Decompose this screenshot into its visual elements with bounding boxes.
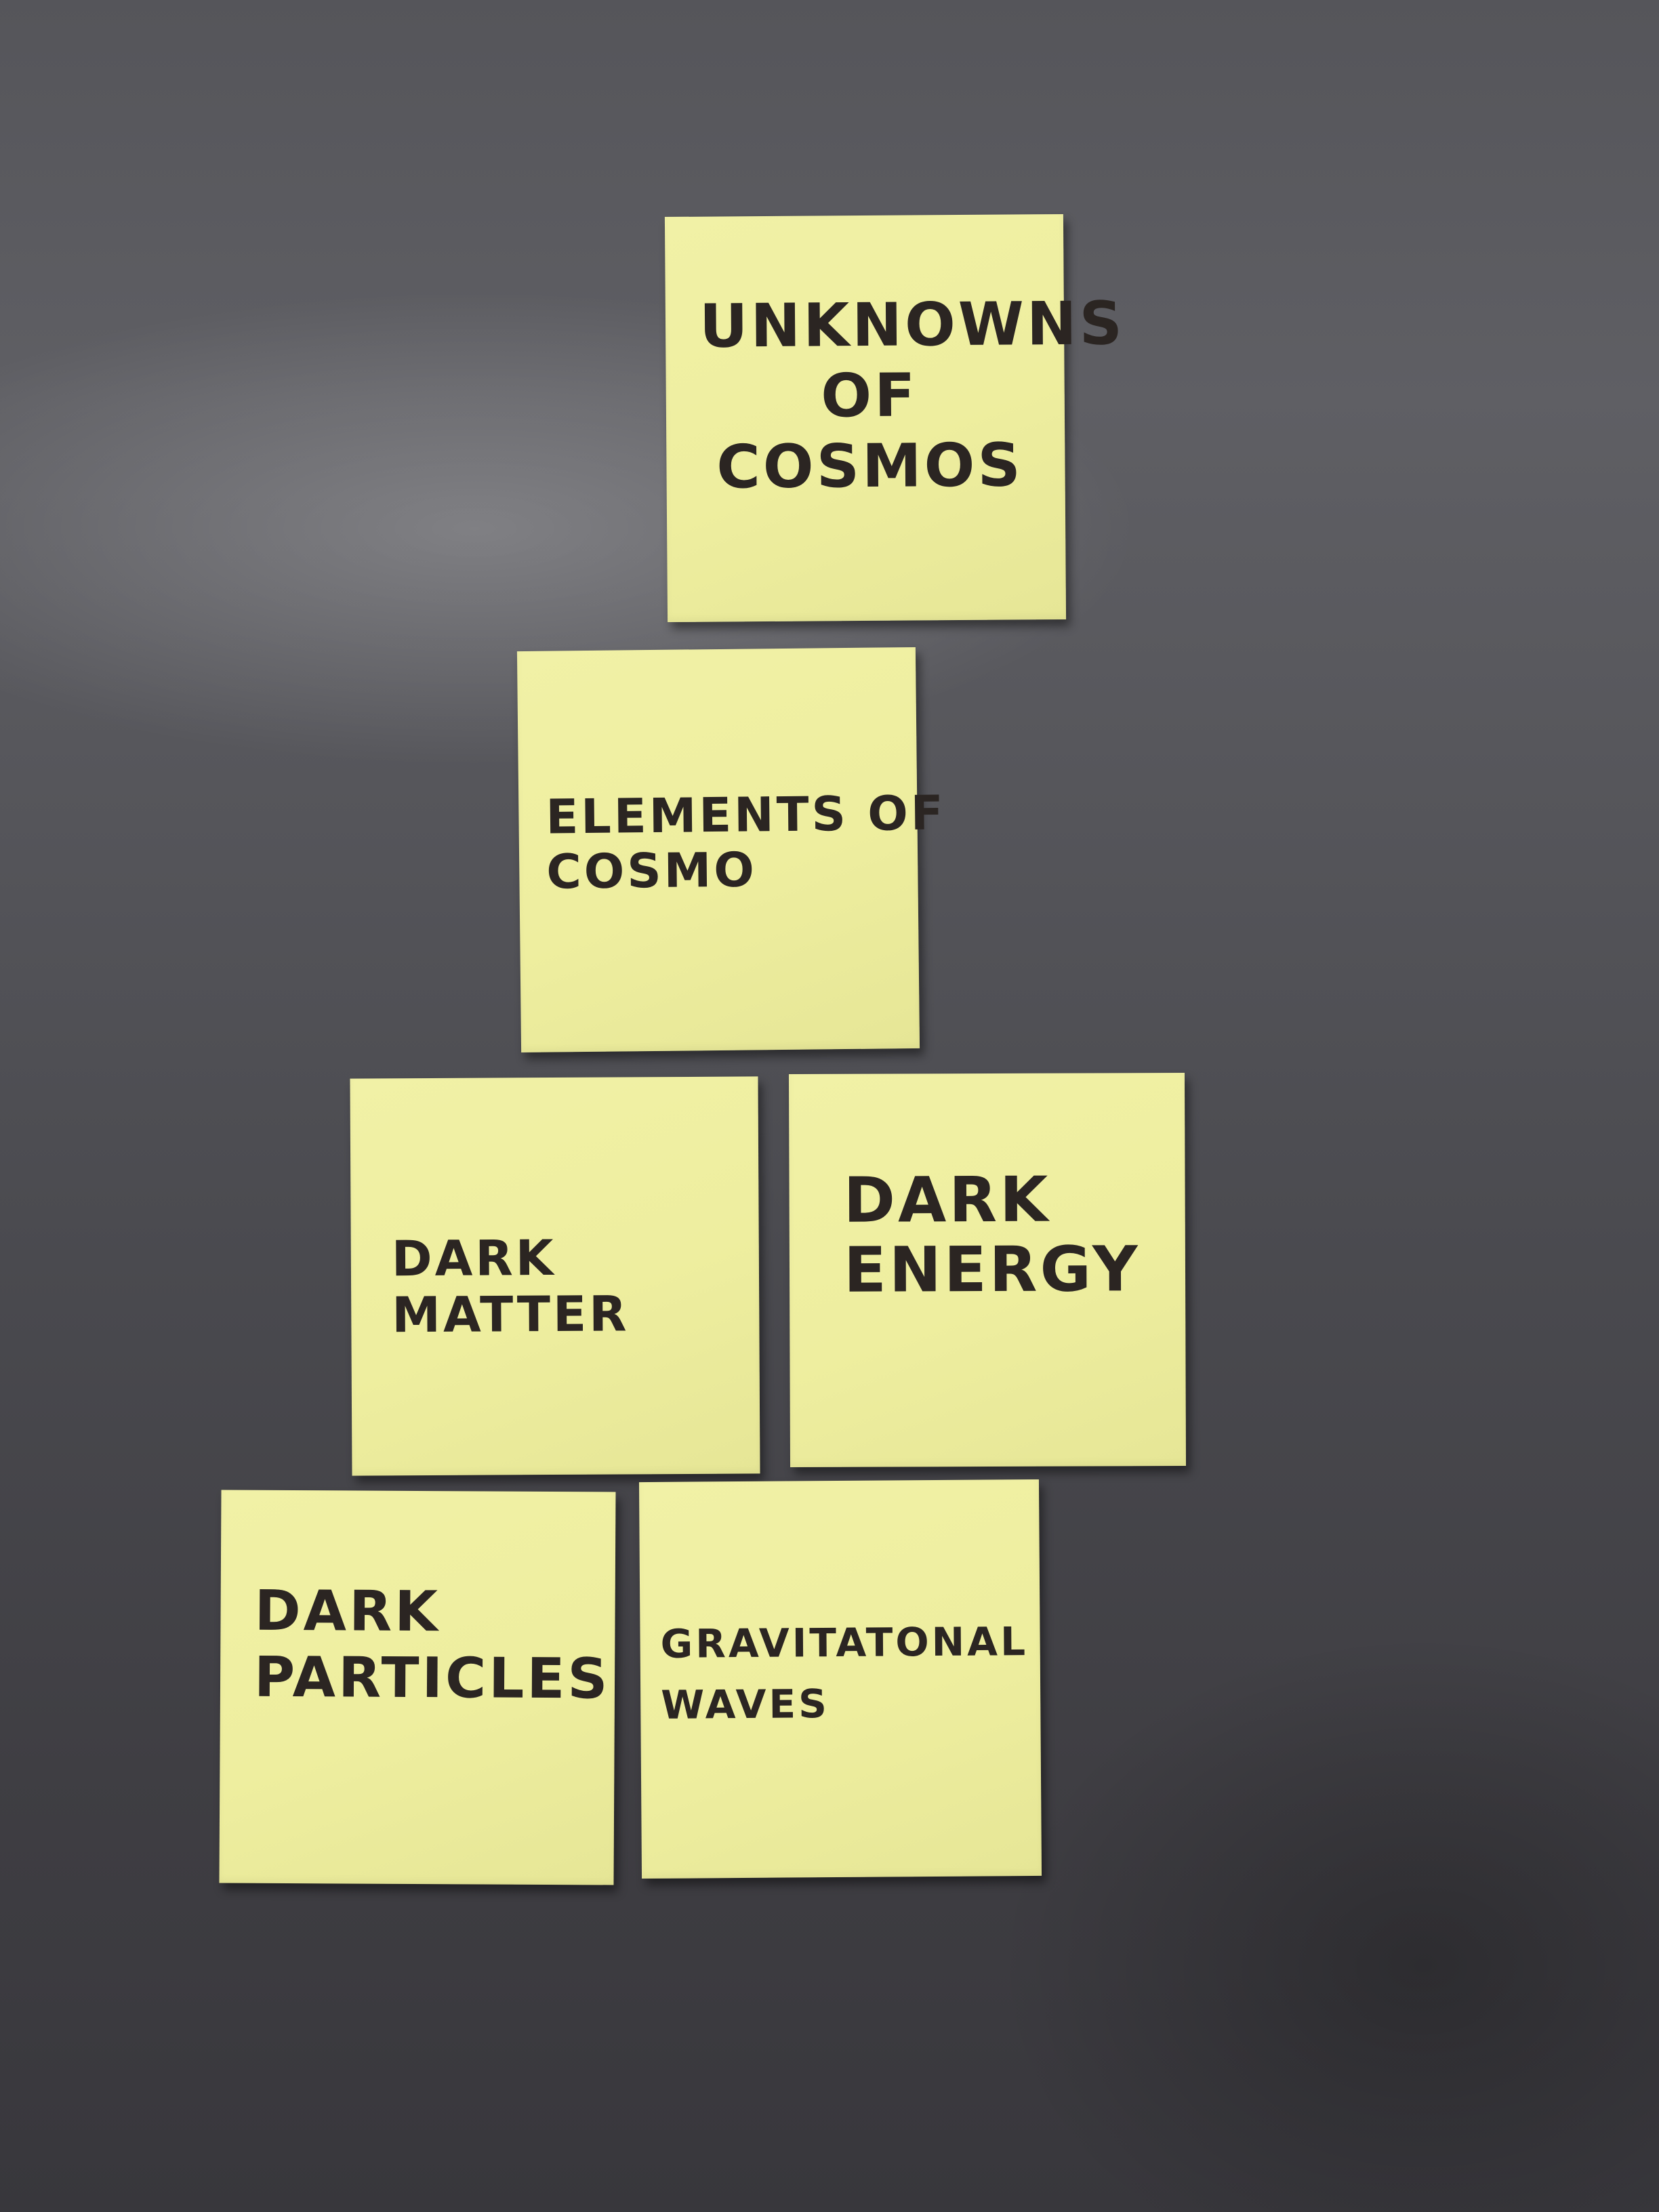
sticky-note-unknowns-of-cosmos: UNKNOWNS OF COSMOS xyxy=(664,213,1126,623)
note-text: ELEMENTS OF COSMO xyxy=(546,785,947,900)
sticky-note-dark-particles: DARK PARTICLES xyxy=(219,1490,616,1885)
note-text: DARK ENERGY xyxy=(843,1163,1141,1307)
note-text: DARK PARTICLES xyxy=(253,1578,611,1712)
note-text: GRAVITATONAL WAVES xyxy=(660,1618,1029,1728)
sticky-note-dark-matter: DARK MATTER xyxy=(350,1076,760,1476)
sticky-note-gravitational-waves: GRAVITATONAL WAVES xyxy=(638,1479,1042,1879)
sticky-note-dark-energy: DARK ENERGY xyxy=(788,1072,1187,1468)
sticky-note-elements-of-cosmo: ELEMENTS OF COSMO xyxy=(516,647,946,1053)
note-text: UNKNOWNS OF COSMOS xyxy=(699,288,1126,502)
note-text: DARK MATTER xyxy=(391,1229,630,1344)
